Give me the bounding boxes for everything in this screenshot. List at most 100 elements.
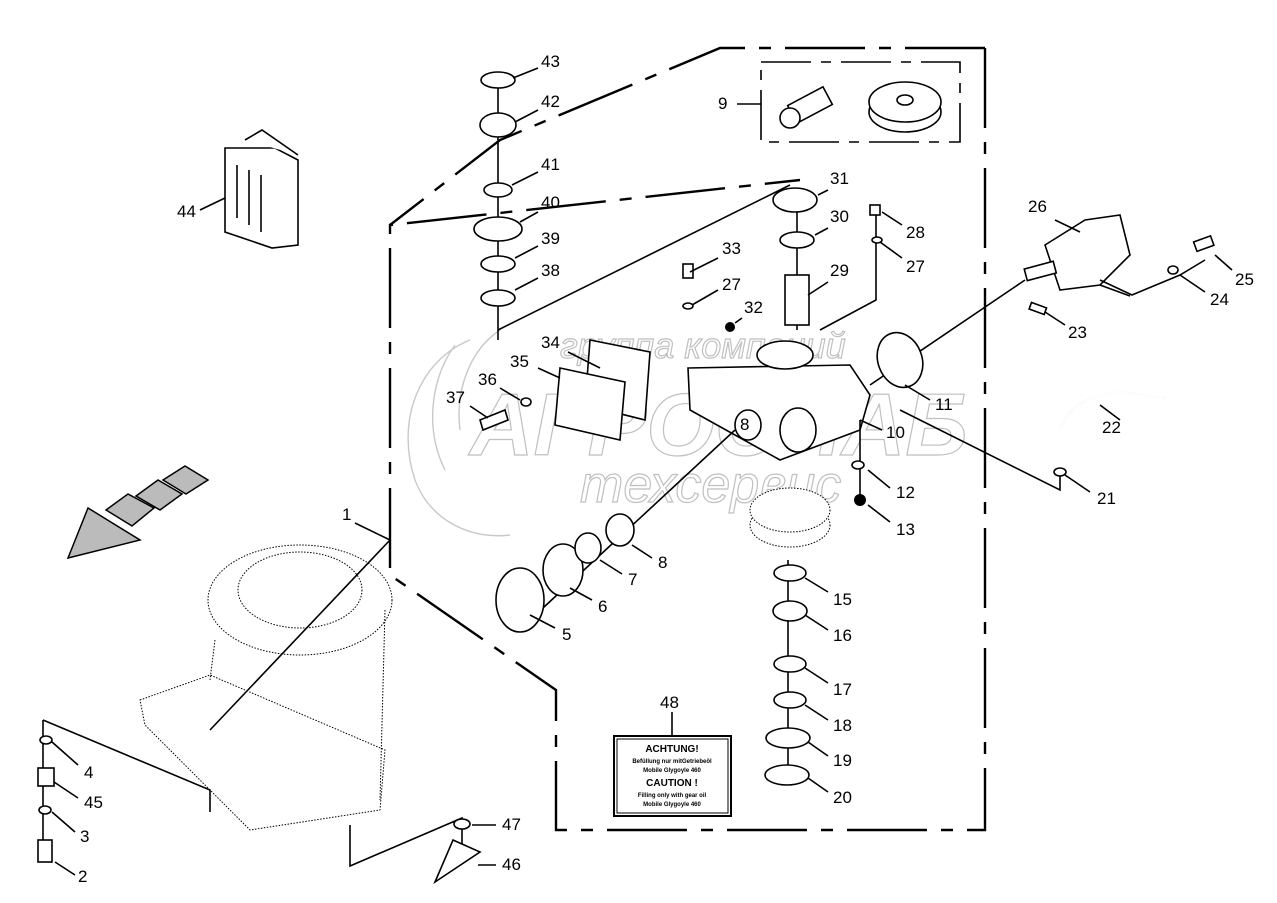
callout-17: 17: [833, 680, 852, 699]
callout-39: 39: [541, 229, 560, 248]
callout-leader-15: [804, 577, 829, 593]
warning-line2-en: Mobile Glygoyle 460: [643, 802, 701, 808]
warning-label: ACHTUNG! Befüllung nur mitGetriebeöl Mob…: [613, 735, 732, 817]
callout-leader-8a: [631, 544, 653, 559]
callout-4: 4: [84, 763, 93, 782]
callout-leader-39: [514, 245, 539, 259]
callout-24: 24: [1210, 290, 1229, 309]
callout-leader-13: [867, 504, 891, 523]
callout-25: 25: [1235, 270, 1254, 289]
callout-leader-43: [512, 67, 539, 79]
callout-leader-32: [734, 317, 743, 324]
pulley-icon: [868, 81, 942, 133]
callout-leader-20: [807, 777, 829, 793]
kit-box-9: [760, 61, 961, 143]
callout-leader-25: [1214, 254, 1233, 271]
watermark-wheat-emblem: [407, 329, 511, 537]
callout-8b: 8: [740, 415, 749, 434]
callout-leader-27b: [879, 241, 903, 259]
callout-leader-19: [807, 741, 829, 757]
callout-27b: 27: [906, 257, 925, 276]
callout-48: 48: [660, 693, 679, 712]
pinion-shaft-icon: [779, 85, 834, 129]
callout-19: 19: [833, 751, 852, 770]
callout-leader-45: [53, 781, 79, 799]
callout-leader-36: [499, 387, 521, 401]
callout-30: 30: [830, 207, 849, 226]
callout-27a: 27: [722, 275, 741, 294]
callouts: 1234567889101112131516171819202122232425…: [51, 52, 1254, 886]
assembly-boundary-top: [389, 46, 985, 226]
callout-leader-28: [881, 211, 903, 226]
callout-22: 22: [1102, 418, 1121, 437]
frame-housing: [139, 544, 393, 831]
callout-13: 13: [896, 520, 915, 539]
callout-34: 34: [541, 333, 560, 352]
callout-31: 31: [830, 169, 849, 188]
callout-37: 37: [446, 388, 465, 407]
warning-line1-en: Filling only with gear oil: [638, 793, 707, 799]
oil-canister-icon: [224, 129, 299, 249]
callout-leader-44: [199, 197, 226, 211]
callout-leader-5: [529, 614, 556, 629]
callout-35: 35: [510, 352, 529, 371]
callout-18: 18: [833, 716, 852, 735]
hydraulic-motor: [1023, 214, 1131, 291]
callout-15: 15: [833, 590, 852, 609]
callout-leader-18: [804, 704, 829, 721]
callout-10: 10: [886, 423, 905, 442]
callout-20: 20: [833, 788, 852, 807]
callout-leader-4: [51, 741, 79, 766]
callout-leader-2: [54, 861, 76, 876]
callout-2: 2: [78, 867, 87, 886]
callout-47: 47: [502, 815, 521, 834]
callout-16: 16: [833, 626, 852, 645]
callout-leader-17: [804, 667, 829, 684]
callout-leader-26: [1054, 219, 1081, 233]
callout-leader-34: [567, 351, 601, 369]
callout-42: 42: [541, 92, 560, 111]
callout-9: 9: [718, 94, 727, 113]
warning-line2-de: Mobile Glygoyle 460: [643, 768, 701, 774]
callout-45: 45: [84, 793, 103, 812]
callout-leader-30: [814, 227, 829, 236]
callout-leader-31: [817, 189, 829, 196]
callout-leader-27a: [691, 289, 719, 306]
callout-leader-29: [807, 281, 829, 296]
callout-26: 26: [1028, 197, 1047, 216]
callout-leader-7: [599, 559, 623, 575]
callout-28: 28: [906, 223, 925, 242]
callout-43: 43: [541, 52, 560, 71]
callout-leader-10: [859, 419, 883, 431]
callout-40: 40: [541, 193, 560, 212]
callout-8a: 8: [658, 553, 667, 572]
callout-3: 3: [80, 827, 89, 846]
warning-heading-de: ACHTUNG!: [645, 744, 698, 755]
callout-41: 41: [541, 155, 560, 174]
callout-leader-37: [469, 405, 489, 419]
callout-leader-33: [689, 257, 719, 273]
callout-23: 23: [1068, 323, 1087, 342]
callout-12: 12: [896, 483, 915, 502]
callout-leader-23: [1044, 311, 1066, 326]
callout-leader-40: [519, 211, 539, 223]
callout-leader-42: [514, 109, 539, 123]
callout-5: 5: [562, 625, 571, 644]
callout-32: 32: [744, 298, 763, 317]
small-parts: [37, 71, 1215, 885]
callout-46: 46: [502, 855, 521, 874]
callout-leader-24: [1179, 274, 1206, 293]
callout-leader-22: [1099, 404, 1121, 421]
callout-leader-38: [514, 277, 539, 291]
callout-36: 36: [478, 370, 497, 389]
callout-44: 44: [177, 202, 196, 221]
warning-heading-en: CAUTION !: [646, 778, 698, 789]
callout-1: 1: [342, 505, 351, 524]
callout-leader-1: [354, 522, 391, 541]
callout-leader-41: [511, 171, 539, 186]
callout-33: 33: [722, 239, 741, 258]
callout-21: 21: [1097, 489, 1116, 508]
callout-leader-12: [867, 469, 891, 489]
direction-arrow-icon: [66, 465, 210, 560]
